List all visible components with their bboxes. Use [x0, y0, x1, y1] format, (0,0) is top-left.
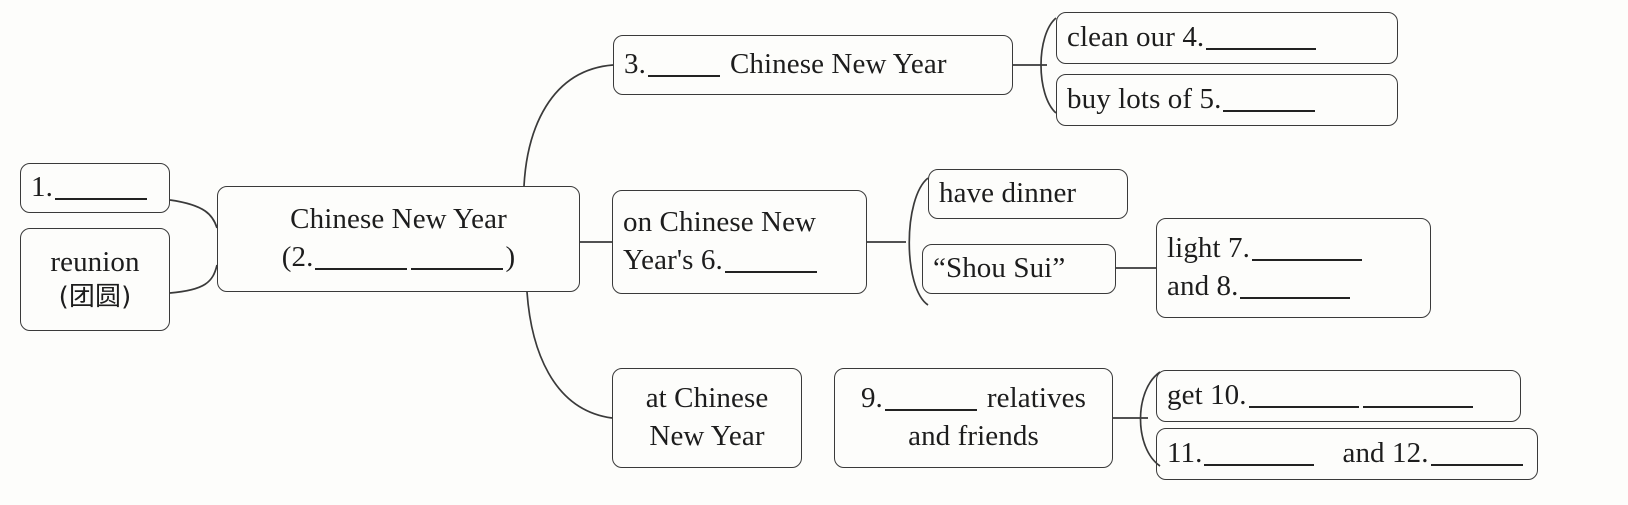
buy-lots-label: buy lots of 5.	[1067, 83, 1222, 116]
branch-at-line-1: at Chinese	[645, 382, 769, 415]
node-light-lanterns[interactable]: light 7. and 8.	[1156, 218, 1431, 318]
branch-at-line-2: New Year	[649, 420, 765, 452]
node-reunion[interactable]: reunion (团圆)	[20, 228, 170, 331]
blank-1[interactable]	[54, 175, 147, 201]
light-line-1: light 7.	[1167, 230, 1364, 268]
node-shou-sui[interactable]: “Shou Sui”	[922, 244, 1116, 294]
blank-10b[interactable]	[1362, 383, 1473, 409]
center-blank-prefix: (2.	[281, 241, 314, 273]
node-center-chinese-new-year[interactable]: Chinese New Year (2.)	[217, 186, 580, 292]
node-buy-lots[interactable]: buy lots of 5.	[1056, 74, 1398, 126]
shou-sui-label: “Shou Sui”	[933, 252, 1066, 285]
node-branch-before[interactable]: 3. Chinese New Year	[613, 35, 1013, 95]
edge-item1-to-center	[169, 199, 218, 229]
get10-text: get 10.	[1167, 377, 1475, 415]
light-label-2: and 8.	[1167, 270, 1239, 302]
blank-2b[interactable]	[411, 245, 504, 270]
edge-reunion-to-center	[169, 264, 218, 294]
node-item-11-12[interactable]: 11. and 12.	[1156, 428, 1538, 480]
visit-label-1: relatives	[986, 382, 1087, 415]
clean-our-label: clean our 4.	[1067, 21, 1205, 54]
branch-before-text: 3. Chinese New Year	[624, 46, 947, 84]
edge-center-to-branch-before	[523, 64, 614, 187]
item-11-number: 11.	[1167, 437, 1203, 470]
blank-3[interactable]	[647, 52, 720, 78]
light-label-1: light 7.	[1167, 232, 1250, 265]
edge-branch-before-fork	[1040, 17, 1057, 114]
node-item-1-text: 1.	[31, 169, 149, 207]
blank-7[interactable]	[1251, 236, 1362, 262]
center-line-1: Chinese New Year	[290, 203, 507, 236]
blank-4[interactable]	[1206, 25, 1317, 51]
node-get-money[interactable]: get 10.	[1156, 370, 1521, 422]
branch-before-label: Chinese New Year	[729, 48, 947, 81]
blank-9[interactable]	[884, 386, 977, 412]
visit-line-2: and friends	[908, 420, 1039, 452]
node-branch-eve[interactable]: on Chinese New Year's 6.	[612, 190, 867, 294]
visit-line-1: 9. relatives	[861, 380, 1086, 418]
center-blank-suffix: )	[505, 241, 516, 273]
node-visit-relatives[interactable]: 9. relatives and friends	[834, 368, 1113, 468]
buy-lots-text: buy lots of 5.	[1067, 81, 1317, 119]
branch-eve-line-2: Year's 6.	[623, 242, 819, 280]
center-line-2: (2.)	[282, 239, 515, 277]
blank-10a[interactable]	[1248, 383, 1359, 409]
blank-11[interactable]	[1204, 441, 1315, 467]
blank-6[interactable]	[724, 248, 817, 273]
blank-5[interactable]	[1223, 87, 1316, 113]
branch-eve-line-1: on Chinese New	[623, 206, 817, 239]
reunion-line-2: (团圆)	[58, 282, 132, 313]
node-branch-at[interactable]: at Chinese New Year	[612, 368, 802, 468]
blank-12[interactable]	[1430, 441, 1523, 467]
edge-center-to-branch-at	[526, 291, 613, 419]
get10-label: get 10.	[1167, 379, 1247, 412]
blank-8[interactable]	[1240, 274, 1351, 299]
item-1-number: 1.	[31, 171, 53, 204]
light-line-2: and 8.	[1167, 268, 1352, 306]
item-3-number: 3.	[624, 48, 646, 81]
have-dinner-label: have dinner	[939, 177, 1077, 210]
item-9-number: 9.	[860, 382, 883, 415]
blank-2a[interactable]	[315, 245, 408, 270]
clean-our-text: clean our 4.	[1067, 19, 1318, 57]
node-item-1[interactable]: 1.	[20, 163, 170, 213]
node-have-dinner[interactable]: have dinner	[928, 169, 1128, 219]
item-11-12-text: 11. and 12.	[1167, 435, 1525, 473]
branch-eve-label-2: Year's 6.	[623, 244, 723, 276]
reunion-line-1: reunion	[50, 245, 140, 278]
item-12-label: and 12.	[1342, 437, 1429, 470]
node-clean-our[interactable]: clean our 4.	[1056, 12, 1398, 64]
